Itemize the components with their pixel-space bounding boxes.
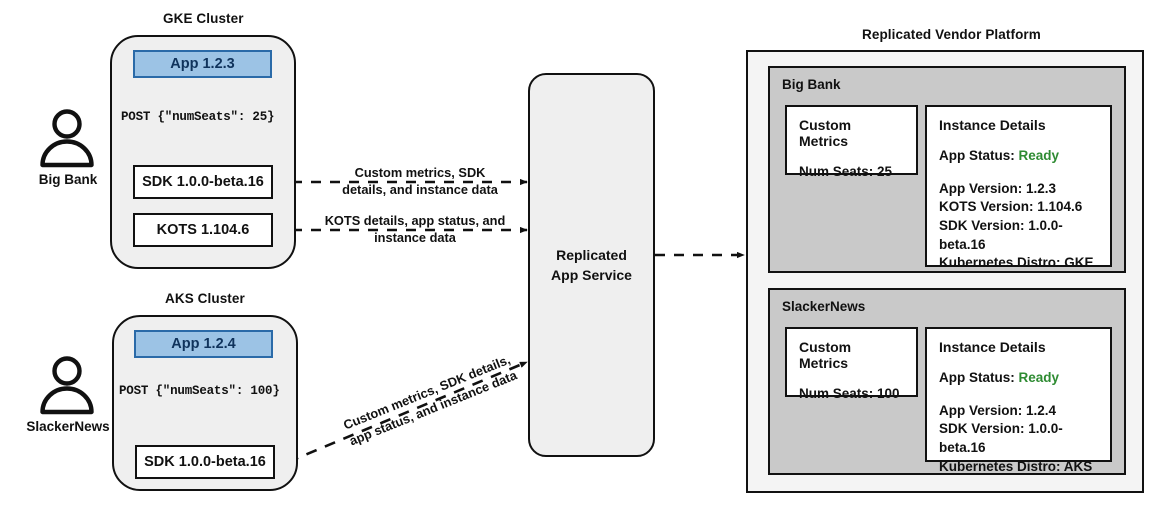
actor-label-big-bank: Big Bank: [38, 172, 98, 187]
edge-label-sdk-metrics: Custom metrics, SDK details, and instanc…: [342, 165, 498, 198]
avatar: [36, 355, 98, 422]
edge-label-aks-combined: Custom metrics, SDK details, app status,…: [341, 351, 520, 449]
user-icon: [40, 109, 94, 168]
app-status-label: App Status:: [939, 148, 1015, 163]
custom-metrics-title: Custom Metrics: [799, 339, 852, 371]
gke-post-payload: POST {"numSeats": 25}: [121, 110, 275, 124]
instance-detail-row: Kubernetes Distro: GKE: [939, 255, 1094, 271]
edge-label-kots-details: KOTS details, app status, and instance d…: [324, 213, 506, 246]
status-badge: Ready: [1018, 370, 1060, 385]
custom-metrics-row: Num Seats: 25: [799, 164, 893, 179]
custom-metrics-card-big-bank[interactable]: Custom Metrics Num Seats: 25: [785, 105, 918, 179]
tenant-name-slackernews: SlackerNews: [782, 299, 866, 314]
app-status-row: App Status: Ready: [939, 369, 1098, 388]
custom-metrics-row: Num Seats: 100: [799, 386, 900, 401]
custom-metrics-title: Custom Metrics: [799, 117, 852, 149]
cluster-title-gke: GKE Cluster: [163, 11, 244, 26]
actor-label-slackernews: SlackerNews: [26, 419, 110, 434]
instance-detail-row: App Version: 1.2.3: [939, 180, 1057, 196]
gke-app-box[interactable]: App 1.2.3: [133, 50, 272, 78]
instance-details-title: Instance Details: [939, 117, 1046, 133]
instance-detail-row: Kubernetes Distro: AKS: [939, 458, 1093, 474]
vendor-platform-title: Replicated Vendor Platform: [862, 27, 1041, 42]
service-label-line1: Replicated: [556, 246, 627, 263]
user-icon: [40, 356, 94, 415]
instance-details-card-slackernews[interactable]: Instance Details App Status: Ready App V…: [925, 327, 1112, 474]
app-status-label: App Status:: [939, 370, 1015, 385]
instance-detail-row: KOTS Version: 1.104.6: [939, 199, 1083, 215]
aks-app-box[interactable]: App 1.2.4: [134, 330, 273, 358]
custom-metrics-card-slackernews[interactable]: Custom Metrics Num Seats: 100: [785, 327, 918, 401]
gke-sdk-box[interactable]: SDK 1.0.0-beta.16: [133, 165, 273, 199]
cluster-title-aks: AKS Cluster: [165, 291, 245, 306]
avatar: [36, 108, 98, 175]
aks-sdk-box[interactable]: SDK 1.0.0-beta.16: [135, 445, 275, 479]
instance-detail-row: SDK Version: 1.0.0-beta.16: [939, 421, 1063, 455]
instance-detail-row: SDK Version: 1.0.0-beta.16: [939, 217, 1063, 252]
instance-details-title: Instance Details: [939, 339, 1046, 355]
gke-kots-box[interactable]: KOTS 1.104.6: [133, 213, 273, 247]
replicated-app-service-box[interactable]: Replicated App Service: [528, 73, 655, 457]
aks-post-payload: POST {"numSeats": 100}: [119, 384, 280, 398]
status-badge: Ready: [1018, 148, 1060, 163]
app-status-row: App Status: Ready: [939, 147, 1098, 166]
service-label: Replicated App Service: [551, 245, 632, 286]
service-label-line2: App Service: [551, 267, 632, 283]
instance-details-card-big-bank[interactable]: Instance Details App Status: Ready App V…: [925, 105, 1112, 270]
instance-detail-row: App Version: 1.2.4: [939, 402, 1057, 418]
tenant-name-big-bank: Big Bank: [782, 77, 841, 92]
